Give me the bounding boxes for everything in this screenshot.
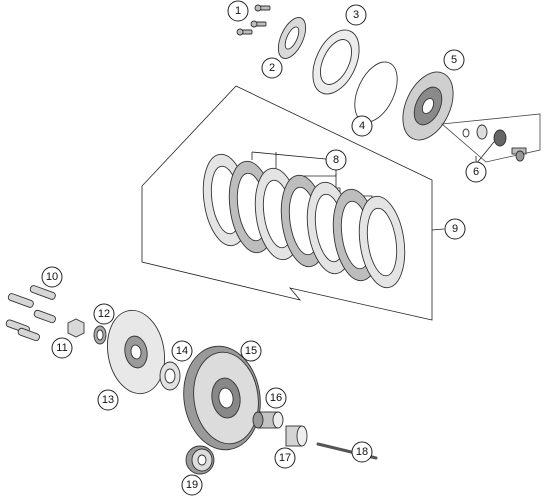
callout-label-13: 13 [102, 394, 114, 406]
callout-label-15: 15 [245, 345, 257, 357]
nut-part [67, 318, 85, 338]
callout-15: 15 [240, 340, 262, 362]
callout-6: 6 [465, 161, 487, 183]
callout-label-16: 16 [270, 392, 282, 404]
clutch-basket-gear-part [183, 345, 261, 451]
callout-18: 18 [351, 441, 373, 463]
callout-label-5: 5 [451, 54, 457, 66]
callout-label-12: 12 [98, 308, 110, 320]
washer-part [93, 325, 107, 345]
thrust-washer-part [159, 361, 181, 391]
callout-label-14: 14 [176, 345, 188, 357]
callout-label-3: 3 [353, 9, 359, 21]
callout-12: 12 [93, 303, 115, 325]
callout-label-1: 1 [235, 5, 241, 17]
callout-label-6: 6 [473, 166, 479, 178]
callout-19: 19 [181, 474, 203, 496]
bolts-part [236, 4, 271, 36]
callout-5: 5 [443, 49, 465, 71]
callout-17: 17 [274, 447, 296, 469]
pressure-plate-part [402, 71, 454, 141]
callout-label-18: 18 [356, 446, 368, 458]
pins-part [5, 285, 56, 342]
clutch-plates-group-outline [141, 85, 433, 321]
callout-10: 10 [41, 266, 63, 288]
callout-label-10: 10 [46, 271, 58, 283]
callout-9: 9 [444, 218, 466, 240]
callout-11: 11 [51, 337, 73, 359]
callout-label-11: 11 [56, 342, 67, 354]
callout-2: 2 [261, 57, 283, 79]
callout-13: 13 [97, 389, 119, 411]
callout-1: 1 [227, 0, 249, 22]
inner-hub-part [107, 309, 165, 395]
callout-label-9: 9 [452, 223, 458, 235]
callout-14: 14 [171, 340, 193, 362]
clutch-plates-stack-part [202, 153, 406, 289]
retainer-plate-part [277, 17, 307, 59]
release-bearing-group-part [441, 113, 541, 163]
friction-disc-part [312, 29, 360, 95]
bearing-sleeve-part [252, 411, 284, 429]
bushing-part [285, 425, 308, 447]
callout-label-17: 17 [279, 452, 291, 464]
callout-3: 3 [345, 4, 367, 26]
small-gear-part [185, 445, 215, 475]
callout-label-2: 2 [269, 62, 275, 74]
callout-label-19: 19 [186, 479, 198, 491]
callout-16: 16 [265, 387, 287, 409]
callout-8: 8 [325, 149, 347, 171]
callout-4: 4 [351, 115, 373, 137]
callout-label-4: 4 [359, 120, 365, 132]
callout-label-8: 8 [333, 154, 339, 166]
